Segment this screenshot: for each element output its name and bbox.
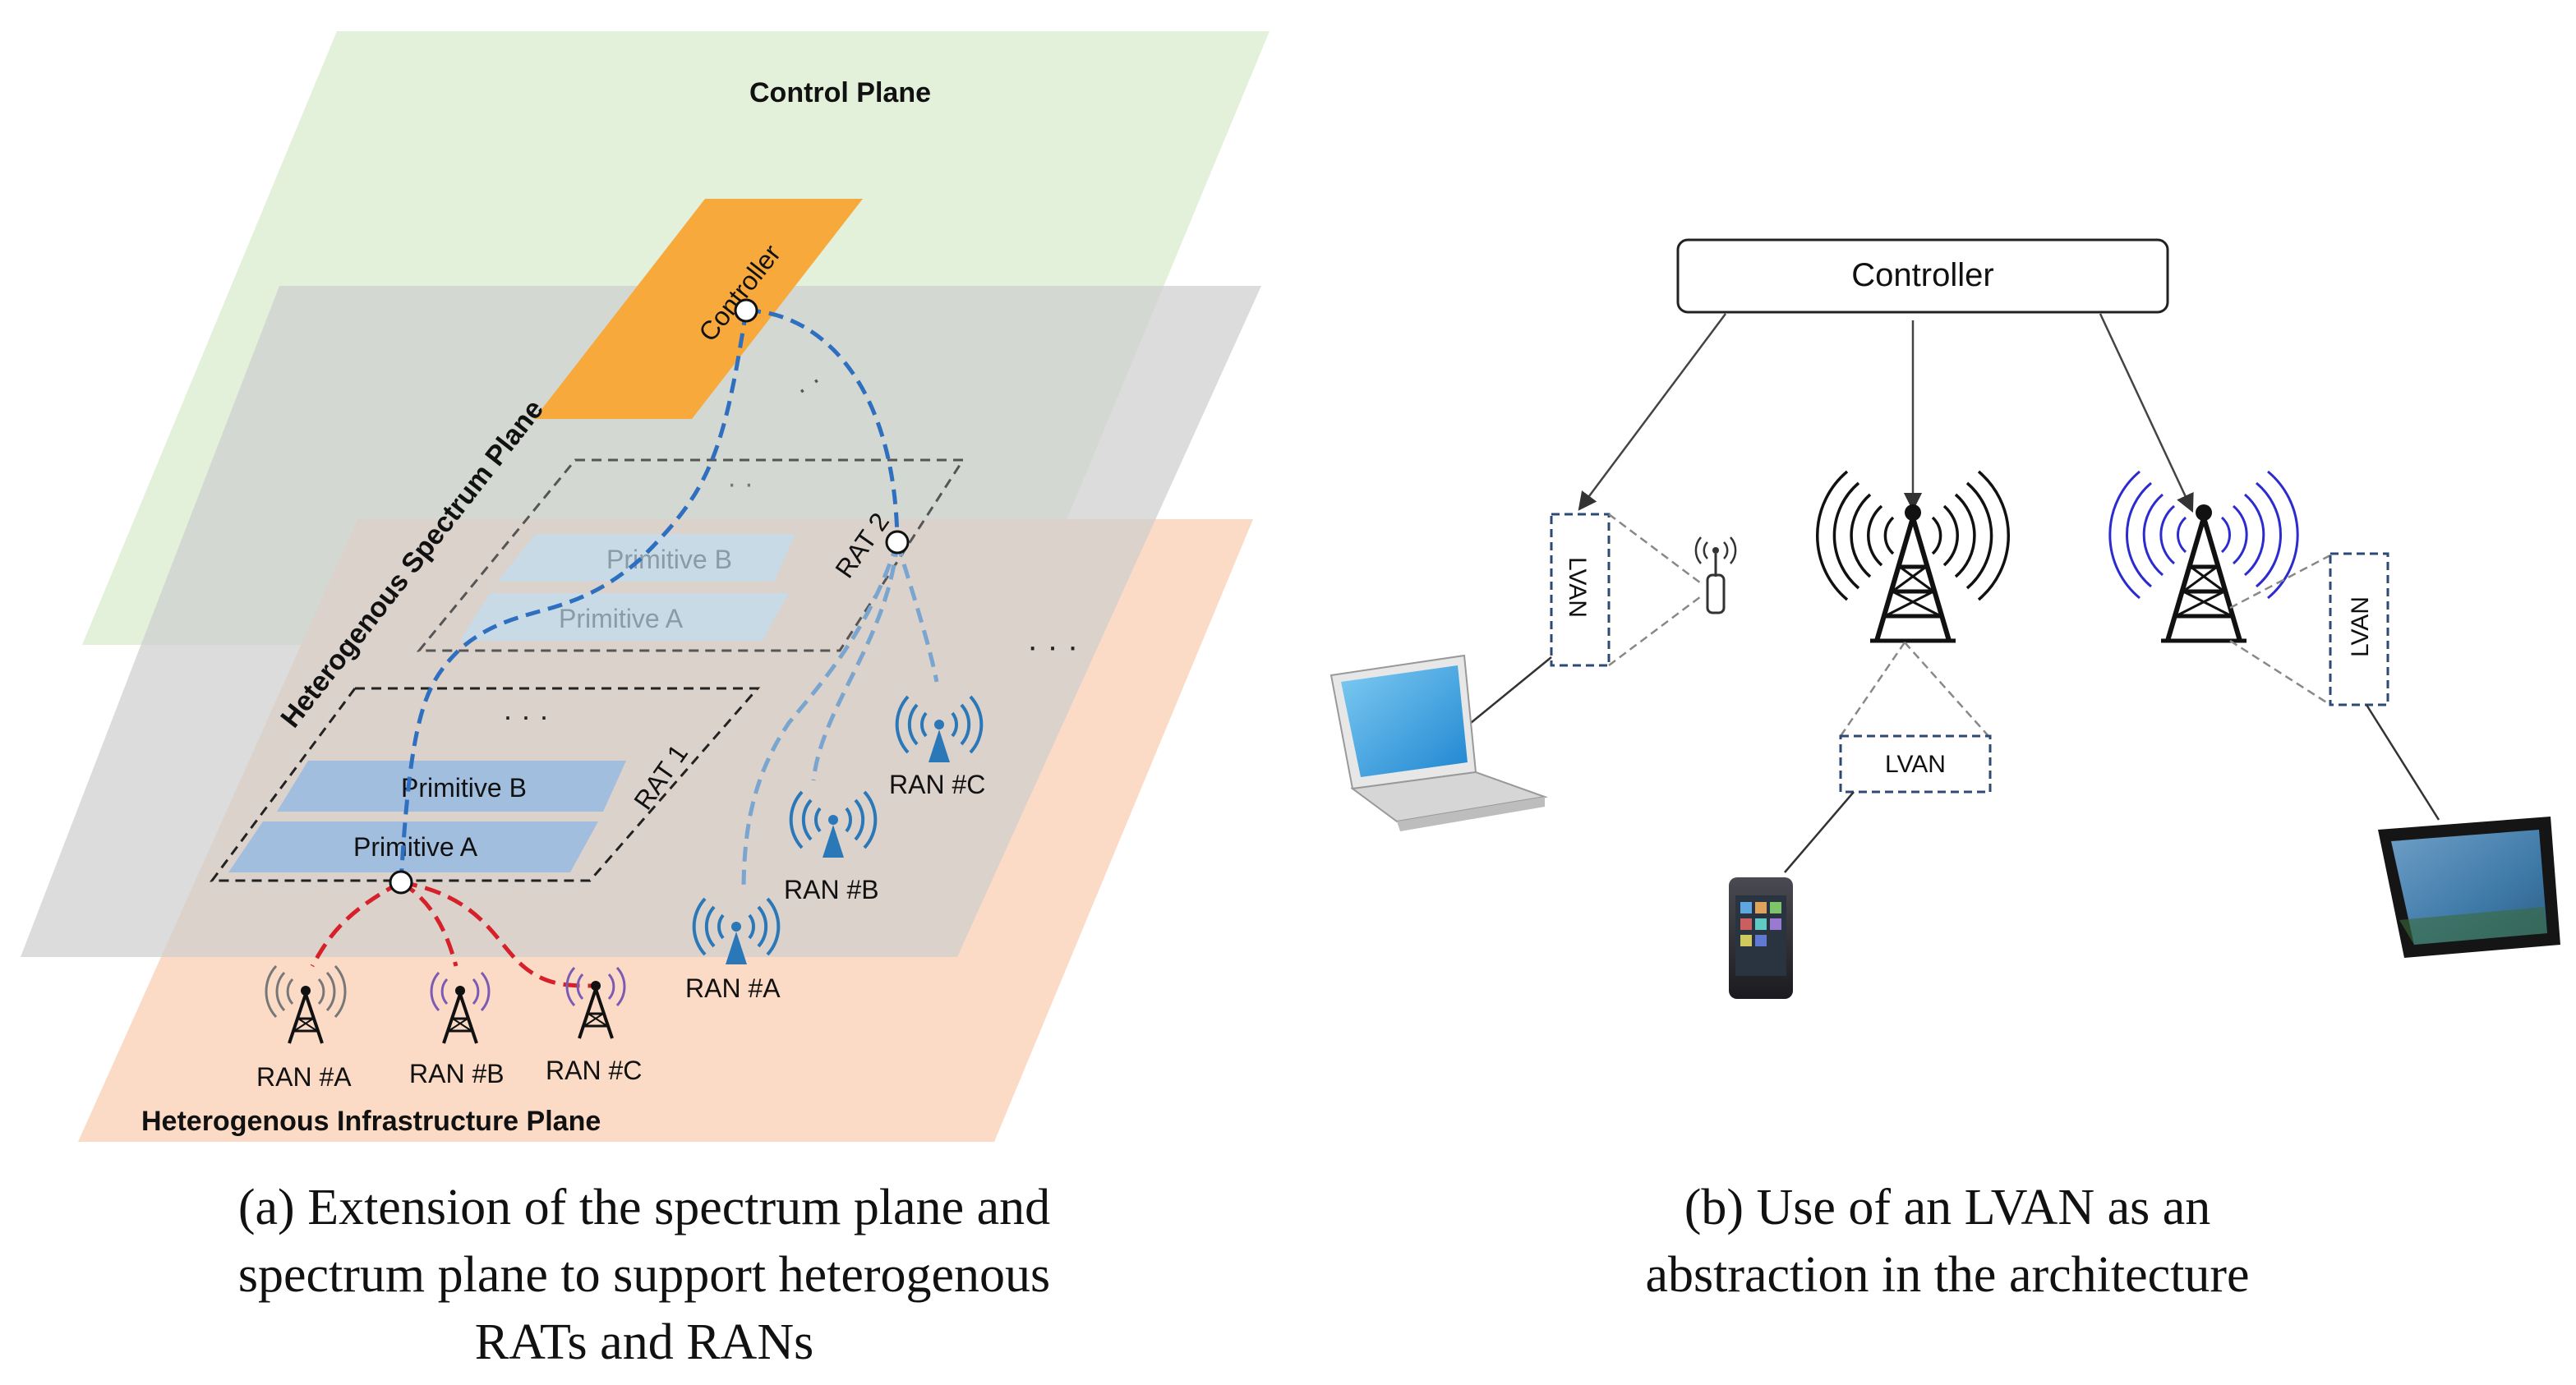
rat1-node xyxy=(389,870,413,895)
tablet-icon xyxy=(2378,817,2560,958)
lvan-right-dash-top xyxy=(2229,554,2331,610)
caption-a-line3: RATs and RANs xyxy=(475,1314,813,1370)
lvan-box-center xyxy=(1839,734,1992,794)
ran-b-blue-label: RAN #B xyxy=(784,875,879,904)
rat1-to-ran-a-red-link xyxy=(310,880,403,968)
rat1-box xyxy=(210,687,761,882)
rat2-to-ran-c-link xyxy=(895,541,939,683)
rat2-to-ran-a-link xyxy=(741,541,900,892)
ran-c-tower-label: RAN #C xyxy=(546,1056,642,1085)
infrastructure-plane-label: Heterogenous Infrastructure Plane xyxy=(141,1106,601,1137)
ran-b-tower-icon xyxy=(430,971,491,1045)
controller-box-label: Controller xyxy=(1851,257,1993,293)
rat2-primitive-b-label: Primitive B xyxy=(606,545,732,574)
lvan-center-dash-right xyxy=(1904,642,1989,737)
ran-c-blue-label: RAN #C xyxy=(889,770,985,799)
caption-a-line1: (a) Extension of the spectrum plane and xyxy=(238,1180,1050,1235)
ran-a-tower-icon xyxy=(265,964,347,1045)
caption-a-line2: spectrum plane to support heterogenous xyxy=(238,1247,1050,1303)
rat2-primitive-a xyxy=(460,593,789,641)
rat2-primitive-b xyxy=(497,534,795,582)
rat1-primitive-a xyxy=(228,821,598,872)
controller-to-lvan-arrow xyxy=(1578,313,1727,511)
ellipsis-rat1: · · · xyxy=(503,699,549,733)
lvan-box-wifi xyxy=(1550,513,1611,667)
rat2-node xyxy=(885,530,910,554)
caption-b-line1: (b) Use of an LVAN as an xyxy=(1684,1180,2211,1235)
rat1-to-ran-b-red-link xyxy=(399,880,459,967)
panel-b: Controller LVAN xyxy=(1329,238,2560,1303)
rat1-primitive-a-label: Primitive A xyxy=(353,832,478,862)
lvan-center-dash-left xyxy=(1839,642,1906,737)
controller-block xyxy=(534,199,863,419)
lvan-wifi-dash-top xyxy=(1608,513,1702,584)
caption-b-line2: abstraction in the architecture xyxy=(1645,1247,2249,1303)
blue-tower-icon xyxy=(2108,470,2299,641)
wifi-router-icon xyxy=(1694,536,1737,614)
lvan-right-dash-bottom xyxy=(2229,639,2331,706)
phone-icon xyxy=(1729,877,1793,999)
lvan-label-right: LVAN xyxy=(2347,596,2374,657)
ellipsis-ran: · · · xyxy=(1027,628,1078,665)
lvan-box-right xyxy=(2329,552,2389,706)
rat1-primitive-b-label: Primitive B xyxy=(401,773,527,803)
ran-c-tower-icon xyxy=(565,966,626,1040)
controller-to-rat2-link xyxy=(745,308,900,543)
ellipsis-rat2: · · xyxy=(727,468,753,499)
rat2-box xyxy=(416,458,965,652)
controller-node xyxy=(734,298,758,323)
laptop-icon xyxy=(1329,654,1548,831)
ran-b-tower-label: RAN #B xyxy=(409,1059,505,1088)
lvan-label-wifi: LVAN xyxy=(1564,557,1591,618)
lvan-to-tablet-line xyxy=(2365,704,2440,821)
lvan-to-laptop-line xyxy=(1470,656,1552,724)
ran-a-tower-label: RAN #A xyxy=(256,1062,352,1092)
controller-box xyxy=(1676,238,2169,314)
rat2-primitive-a-label: Primitive A xyxy=(559,604,684,633)
lvan-label-center: LVAN xyxy=(1885,751,1946,778)
panel-a: Controller Primitive B Primitive A RAT 2… xyxy=(21,31,1270,1370)
controller-to-blue-tower-arrow xyxy=(2099,313,2194,513)
ran-a-blue-label: RAN #A xyxy=(685,973,781,1003)
center-tower-icon xyxy=(1815,470,2011,641)
lvan-to-phone-line xyxy=(1784,791,1855,873)
controller-to-rat1-link xyxy=(399,310,749,883)
lvan-wifi-dash-bottom xyxy=(1608,596,1702,666)
control-plane-label: Control Plane xyxy=(749,77,931,108)
rat1-primitive-b xyxy=(277,761,626,812)
